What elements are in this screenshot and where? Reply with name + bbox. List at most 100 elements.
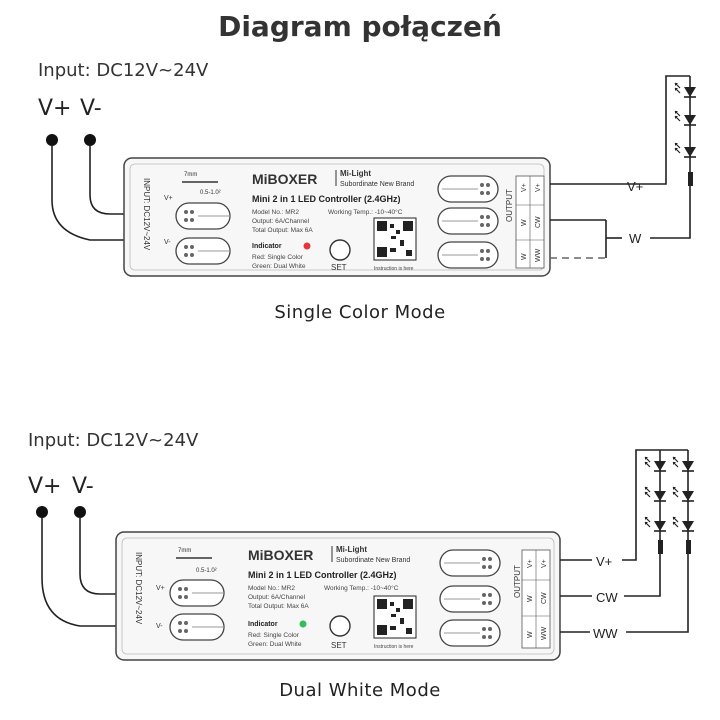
indicator-led-1 xyxy=(303,242,311,250)
wire-gauge-label-2: 0.5-1.0² xyxy=(196,568,217,574)
qr-caption-2: Instruction is here xyxy=(374,644,414,650)
vminus-label-2: V- xyxy=(72,474,94,499)
led-icon xyxy=(674,82,697,98)
out-col2-r2-2: CW xyxy=(541,592,548,604)
spec-output-2: Output: 6A/Channel xyxy=(248,594,306,601)
qr-code-icon xyxy=(373,595,417,639)
input-side-label-2: INPUT: DC12V~24V xyxy=(134,552,143,625)
output-connector-2-2 xyxy=(439,585,501,613)
output-side-label-1: OUTPUT xyxy=(505,189,514,222)
terminal-vminus-2 xyxy=(74,506,86,518)
terminal-vminus-1 xyxy=(84,134,96,146)
wire-vminus-2 xyxy=(79,518,118,595)
set-button-2[interactable] xyxy=(329,615,351,637)
indicator-led-2 xyxy=(299,620,307,628)
spec-total-2: Total Output: Max 6A xyxy=(248,603,309,610)
led-icon xyxy=(644,516,667,532)
subbrand2-1: Subordinate New Brand xyxy=(340,181,414,188)
resistor-icon xyxy=(658,540,663,554)
out-col1-r3-1: W xyxy=(521,253,528,260)
terminal-vplus-2 xyxy=(36,506,48,518)
in-minus-label-1: V- xyxy=(164,239,171,246)
wire-vplus-1 xyxy=(51,146,126,241)
wire-vplus-2 xyxy=(41,518,118,627)
diagram-dual-white: INPUT: DC12V~24V V+ V- 7mm 0.5-1.0² MiBO… xyxy=(36,449,695,661)
ind-green-text-1: Green: Dual White xyxy=(252,263,306,270)
led-icon xyxy=(674,142,697,158)
spec-model-1: Model No.: MR2 xyxy=(252,209,299,216)
output-side-label-2: OUTPUT xyxy=(513,565,522,598)
ind-green-text-2: Green: Dual White xyxy=(248,641,302,648)
input-connector-minus-2 xyxy=(169,613,225,641)
model-title-2: Mini 2 in 1 LED Controller (2.4GHz) xyxy=(248,570,397,580)
wire-vminus-1 xyxy=(89,146,126,215)
in-plus-label-2: V+ xyxy=(156,585,165,592)
out-col2-r2-1: CW xyxy=(535,216,542,228)
model-title-1: Mini 2 in 1 LED Controller (2.4GHz) xyxy=(252,194,401,204)
out-col1-r1-1: V+ xyxy=(521,183,528,192)
wire-size-label-2: 7mm xyxy=(178,548,191,554)
vplus-label-1: V+ xyxy=(38,96,72,121)
in-plus-label-1: V+ xyxy=(164,195,173,202)
diagram-title: Diagram połączeń xyxy=(218,10,502,43)
out-col1-r2-1: W xyxy=(521,219,528,226)
resistor-icon xyxy=(686,540,691,554)
out-col2-r1-1: V+ xyxy=(535,183,542,192)
wire-gauge-label-1: 0.5-1.0² xyxy=(200,190,221,196)
vminus-label-1: V- xyxy=(80,96,102,121)
led-icon xyxy=(672,516,695,532)
output-connector-3-1 xyxy=(437,241,499,269)
out-col1-r2-2: W xyxy=(527,595,534,602)
input-connector-plus-2 xyxy=(169,579,225,607)
led-icon xyxy=(672,456,695,472)
output-label-cw-2: CW xyxy=(596,590,618,605)
spec-temp-2: Working Temp.: -10~40°C xyxy=(324,584,399,592)
input-label-2: Input: DC12V~24V xyxy=(28,430,199,451)
led-icon xyxy=(644,486,667,502)
brand-logo-1: MiBOXER xyxy=(252,171,317,187)
resistor-icon xyxy=(688,172,693,186)
input-connector-plus-1 xyxy=(175,202,231,230)
ind-red-text-1: Red: Single Color xyxy=(252,254,304,261)
spec-output-1: Output: 6A/Channel xyxy=(252,218,310,225)
output-connector-1-2 xyxy=(439,549,501,577)
ind-red-text-2: Red: Single Color xyxy=(248,632,300,639)
output-connector-2-1 xyxy=(437,207,499,235)
set-label-1: SET xyxy=(331,263,347,272)
subbrand-2: Mi-Light xyxy=(336,545,367,554)
terminal-vplus-1 xyxy=(46,134,58,146)
out-col1-r3-2: W xyxy=(527,631,534,638)
diagram-single-color: INPUT: DC12V~24V V+ V- 7mm 0.5-1.0² MiBO… xyxy=(46,75,697,277)
spec-temp-1: Working Temp.: -10~40°C xyxy=(328,208,403,216)
mode-label-2: Dual White Mode xyxy=(279,680,441,701)
out-col2-r3-2: WW xyxy=(541,626,548,640)
output-connector-1-1 xyxy=(437,175,499,203)
output-label-ww-2: WW xyxy=(593,626,618,641)
led-icon xyxy=(644,456,667,472)
output-label-w-1: W xyxy=(629,231,642,246)
indicator-label-1: Indicator xyxy=(252,243,282,250)
output-label-vplus-1: V+ xyxy=(627,179,643,194)
subbrand2-2: Subordinate New Brand xyxy=(336,557,410,564)
output-connector-3-2 xyxy=(439,619,501,647)
subbrand-1: Mi-Light xyxy=(340,169,371,178)
input-connector-minus-1 xyxy=(175,237,231,265)
input-label-1: Input: DC12V~24V xyxy=(38,60,209,81)
qr-caption-1: Instruction is here xyxy=(374,266,414,272)
mode-label-1: Single Color Mode xyxy=(274,302,446,323)
output-label-vplus-2: V+ xyxy=(596,554,612,569)
out-col1-r1-2: V+ xyxy=(527,559,534,568)
input-side-label-1: INPUT: DC12V~24V xyxy=(142,178,151,251)
set-label-2: SET xyxy=(331,641,347,650)
spec-model-2: Model No.: MR2 xyxy=(248,585,295,592)
indicator-label-2: Indicator xyxy=(248,621,278,628)
spec-total-1: Total Output: Max 6A xyxy=(252,227,313,234)
out-col2-r3-1: WW xyxy=(535,248,542,262)
out-col2-r1-2: V+ xyxy=(541,559,548,568)
led-icon xyxy=(674,110,697,126)
set-button-1[interactable] xyxy=(329,239,351,261)
qr-code-icon xyxy=(373,217,417,261)
led-icon xyxy=(672,486,695,502)
brand-logo-2: MiBOXER xyxy=(248,547,313,563)
